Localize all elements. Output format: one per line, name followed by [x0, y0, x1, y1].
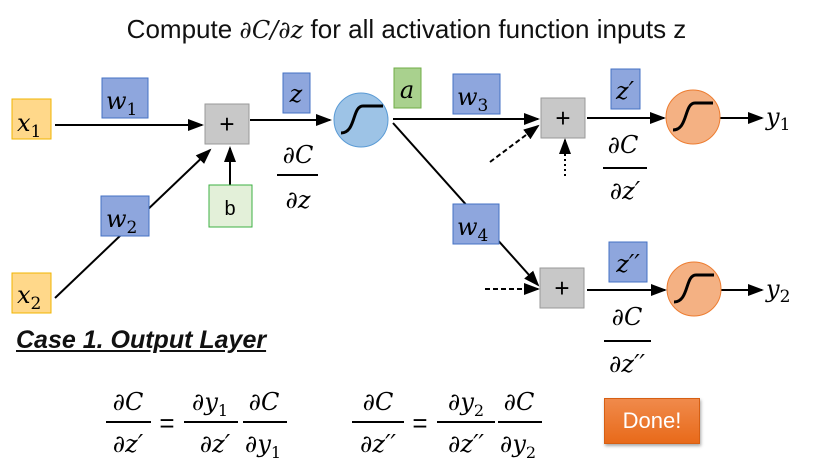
sum-node-3 — [539, 267, 585, 309]
done-button[interactable]: Done! — [604, 398, 700, 444]
svg-text:∂C: ∂C — [249, 388, 280, 416]
bias-b — [208, 184, 253, 228]
weight-w2 — [100, 195, 150, 237]
svg-text:∂z′′: ∂z′′ — [448, 430, 485, 458]
svg-text:x1: x1 — [17, 109, 41, 142]
case-heading: Case 1. Output Layer — [16, 326, 267, 354]
sigmoid-icon — [672, 101, 713, 132]
label-z-double-prime — [608, 241, 648, 283]
svg-text:∂C: ∂C — [504, 388, 535, 416]
activation-hidden — [333, 92, 389, 148]
svg-text:=: = — [159, 408, 174, 438]
gradient-dz: ∂C ∂z — [277, 141, 318, 214]
label-a — [393, 67, 422, 109]
weight-w3 — [452, 73, 501, 115]
svg-text:+: + — [554, 273, 569, 303]
svg-text:+: + — [555, 103, 570, 133]
weight-w1 — [101, 77, 149, 119]
title-math: ∂C/∂z — [239, 16, 304, 44]
svg-text:w4: w4 — [457, 213, 488, 246]
svg-text:∂C: ∂C — [363, 388, 394, 416]
equation-1: ∂C ∂z′ = ∂y1 ∂z′ ∂C ∂y1 — [106, 388, 287, 462]
sigmoid-icon — [673, 273, 714, 304]
weight-w4 — [452, 203, 500, 245]
svg-text:=: = — [412, 408, 427, 438]
svg-text:∂z′: ∂z′ — [113, 430, 144, 458]
svg-text:a: a — [400, 76, 414, 104]
equation-2: ∂C ∂z′′ = ∂y2 ∂z′′ ∂C ∂y2 — [352, 388, 542, 462]
activation-output-1 — [665, 89, 721, 145]
svg-text:∂C: ∂C — [612, 303, 643, 331]
activation-output-2 — [666, 261, 722, 317]
svg-text:x2: x2 — [17, 281, 41, 314]
svg-text:∂C: ∂C — [608, 131, 639, 159]
svg-text:w1: w1 — [106, 87, 137, 120]
svg-text:∂z′′: ∂z′′ — [609, 350, 646, 378]
gradient-dz-prime: ∂C ∂z′ — [603, 131, 647, 205]
label-z — [282, 72, 311, 114]
gradient-dz-double-prime: ∂C ∂z′′ — [604, 303, 651, 378]
svg-text:∂z′′: ∂z′′ — [360, 430, 397, 458]
svg-text:∂z: ∂z — [285, 186, 310, 214]
input-x2 — [11, 272, 52, 314]
sigmoid-icon — [340, 104, 383, 135]
svg-text:b: b — [224, 198, 235, 220]
title: Compute ∂C/∂z for all activation functio… — [126, 14, 687, 44]
label-z-prime — [610, 68, 641, 110]
output-y2: y2 — [765, 275, 790, 307]
svg-text:w3: w3 — [457, 83, 488, 116]
svg-text:+: + — [219, 109, 234, 139]
svg-text:∂y2: ∂y2 — [500, 430, 536, 462]
svg-text:∂C: ∂C — [283, 141, 314, 169]
output-y1: y1 — [765, 103, 790, 135]
svg-text:w2: w2 — [106, 205, 137, 238]
sum-node-2 — [540, 97, 586, 139]
svg-text:z′: z′ — [615, 77, 635, 105]
svg-text:∂y1: ∂y1 — [245, 430, 281, 462]
sum-node-1 — [204, 103, 250, 145]
svg-text:∂z′: ∂z′ — [200, 430, 231, 458]
svg-text:∂C: ∂C — [113, 388, 144, 416]
input-x1 — [11, 98, 52, 140]
svg-text:z: z — [289, 80, 303, 108]
svg-text:∂y1: ∂y1 — [192, 388, 228, 420]
edge-dashed-sum2 — [489, 124, 540, 163]
svg-text:∂z′: ∂z′ — [610, 177, 641, 205]
svg-text:∂y2: ∂y2 — [448, 388, 484, 420]
svg-text:z′′: z′′ — [615, 250, 640, 278]
